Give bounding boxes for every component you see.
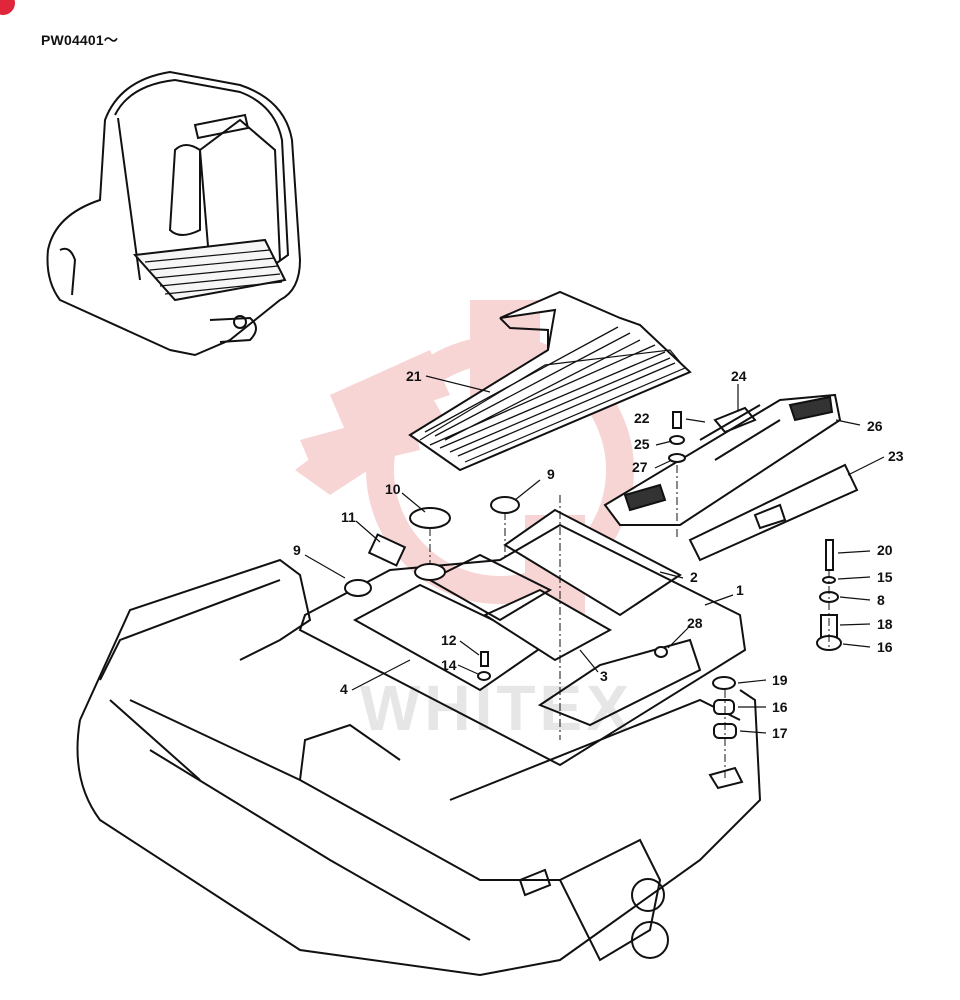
callout-4: 4 xyxy=(340,681,348,697)
callout-9a: 9 xyxy=(293,542,301,558)
callout-9b: 9 xyxy=(547,466,555,482)
floor-mat xyxy=(408,290,692,472)
callout-1: 1 xyxy=(736,582,744,598)
callout-21: 21 xyxy=(406,368,422,384)
leader-lines xyxy=(304,375,885,734)
corner-badge xyxy=(0,0,15,15)
callout-3: 3 xyxy=(600,668,608,684)
callout-24: 24 xyxy=(731,368,747,384)
lower-frame xyxy=(76,558,762,977)
callout-20: 20 xyxy=(877,542,893,558)
callout-16c: 16 xyxy=(772,699,788,715)
callout-22: 22 xyxy=(634,410,650,426)
callout-labels: 1 2 3 4 8 9 9 10 11 12 14 15 16 16 16 17… xyxy=(293,368,904,741)
callout-25: 25 xyxy=(634,436,650,452)
callout-2: 2 xyxy=(690,569,698,585)
cover-plates xyxy=(352,508,682,692)
callout-26: 26 xyxy=(867,418,883,434)
callout-28: 28 xyxy=(687,615,703,631)
pedal-assembly xyxy=(603,393,859,562)
serial-range-label: PW04401～ xyxy=(41,32,119,48)
callout-12: 12 xyxy=(441,632,457,648)
callout-14: 14 xyxy=(441,657,457,673)
callout-17: 17 xyxy=(772,725,788,741)
callout-18: 18 xyxy=(877,616,893,632)
cab-inset xyxy=(46,70,302,357)
callout-15: 15 xyxy=(877,569,893,585)
callout-11: 11 xyxy=(341,509,356,525)
small-parts xyxy=(344,411,842,739)
callout-16a: 16 xyxy=(877,639,893,655)
callout-27: 27 xyxy=(632,459,648,475)
callout-10: 10 xyxy=(385,481,401,497)
assembly-center-lines xyxy=(429,465,830,780)
callout-8: 8 xyxy=(877,592,885,608)
callout-19: 19 xyxy=(772,672,788,688)
callout-23: 23 xyxy=(888,448,904,464)
